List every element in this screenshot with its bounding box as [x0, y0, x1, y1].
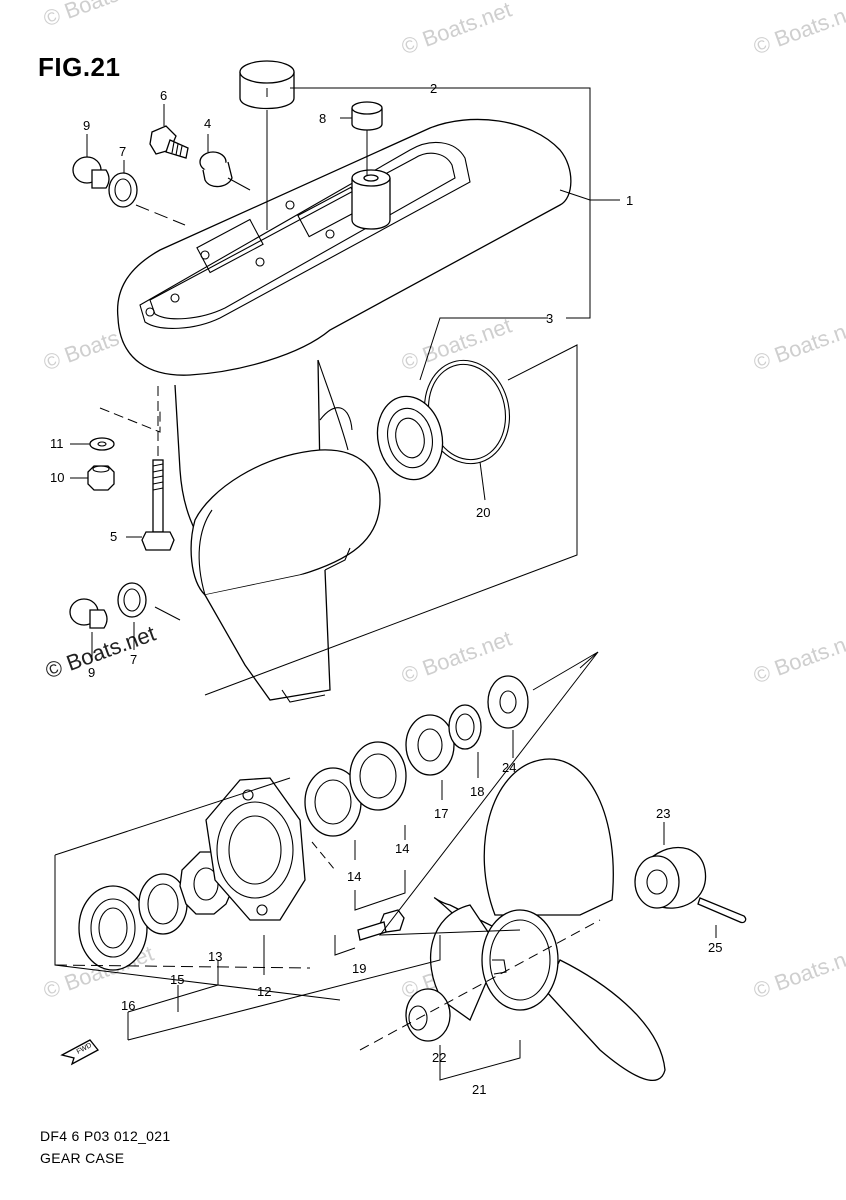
callout-13: 13 [208, 949, 222, 964]
spacer-part-24 [487, 675, 529, 729]
callout-22: 22 [432, 1050, 446, 1065]
washer-part-11 [89, 437, 115, 451]
footer-diagram-code: DF4 6 P03 012_021 [40, 1128, 171, 1144]
callout-11: 11 [50, 436, 64, 451]
leader-lines [54, 87, 717, 1081]
bolt-part-19 [357, 909, 405, 941]
forward-arrow-icon: FWD [60, 1039, 99, 1066]
bearing-part-16 [78, 885, 148, 971]
callout-21: 21 [472, 1082, 486, 1097]
seal-part-14a [304, 767, 362, 837]
bush-part-8 [351, 101, 383, 131]
bush-part-2 [239, 60, 295, 110]
callout-4: 4 [204, 116, 211, 131]
gasket-part-7-top [108, 172, 138, 208]
callout-12: 12 [257, 984, 271, 999]
callout-17: 17 [434, 806, 448, 821]
footer-diagram-name: GEAR CASE [40, 1150, 125, 1166]
callout-25: 25 [708, 940, 722, 955]
bolt-part-6 [149, 125, 189, 159]
cotter-pin-part-25 [697, 897, 747, 924]
bearing-upper [376, 395, 444, 481]
nut-part-10 [87, 465, 115, 491]
plug-part-9-bottom [69, 598, 108, 629]
figure-title: FIG.21 [38, 52, 121, 82]
washer-part-18 [448, 704, 482, 750]
gear-case-housing [116, 118, 572, 703]
callout-20: 20 [476, 505, 490, 520]
callout-1: 1 [626, 193, 633, 208]
callout-5: 5 [110, 529, 117, 544]
callout-14-left: 14 [347, 869, 361, 884]
callout-9-bottom: 9 [88, 665, 95, 680]
seal-part-14b [349, 741, 407, 811]
callout-9-top: 9 [83, 118, 90, 133]
nut-part-23 [634, 847, 707, 909]
callout-19: 19 [352, 961, 366, 976]
callout-14-right: 14 [395, 841, 409, 856]
propeller-part-21 [429, 758, 666, 1081]
plug-part-9-top [72, 156, 110, 189]
callout-7-top: 7 [119, 144, 126, 159]
callout-18: 18 [470, 784, 484, 799]
callout-10: 10 [50, 470, 64, 485]
callout-15: 15 [170, 972, 184, 987]
callout-3: 3 [546, 311, 553, 326]
callout-6: 6 [160, 88, 167, 103]
collar-part-4 [199, 151, 233, 188]
bracket-part-12 [205, 777, 306, 921]
bush-part-22 [405, 988, 451, 1042]
callout-16: 16 [121, 998, 135, 1013]
stud-part-5 [141, 459, 175, 551]
callout-24: 24 [502, 760, 516, 775]
callout-labels: 1 2 3 4 5 6 7 7 8 9 9 10 11 12 13 14 14 … [50, 81, 722, 1097]
callout-2: 2 [430, 81, 437, 96]
callout-8: 8 [319, 111, 326, 126]
thrust-piece-part-17 [405, 714, 455, 776]
callout-7-bottom: 7 [130, 652, 137, 667]
callout-23: 23 [656, 806, 670, 821]
gasket-part-7-bottom [117, 582, 147, 618]
